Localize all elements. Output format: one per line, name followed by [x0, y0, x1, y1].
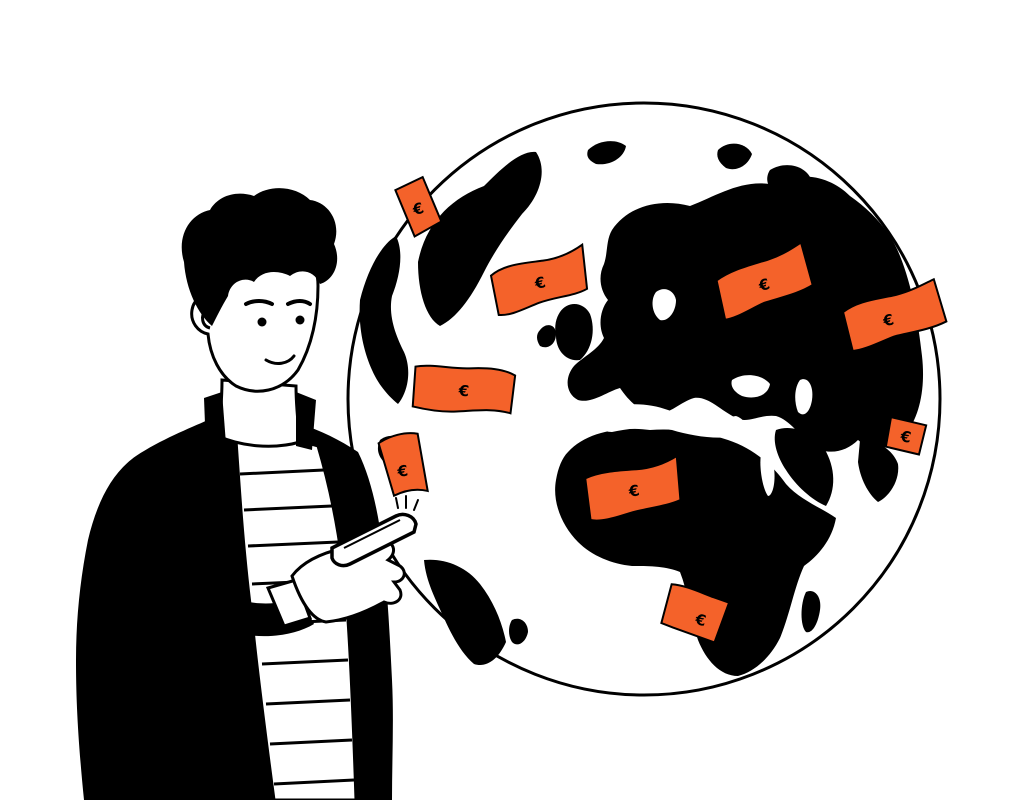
person-eye-left: [257, 317, 267, 327]
banknote-euro-symbol: €: [410, 199, 426, 220]
landmass-americas-edge: [359, 236, 409, 404]
landmass-british-isles: [555, 303, 593, 361]
banknote-euro-symbol: €: [532, 273, 547, 293]
person-eye-right: [295, 315, 305, 325]
landmass-south-america-edge: [424, 559, 506, 666]
sea-mediterranean: [596, 404, 746, 438]
euro-banknote-icon: € € € € € € € €: [377, 175, 948, 644]
sea-red: [760, 449, 775, 496]
banknote: €: [377, 432, 429, 498]
smartphone-icon: [330, 512, 418, 568]
banknote-euro-symbol: €: [880, 310, 895, 330]
banknote: €: [715, 240, 814, 321]
landmass-island-south: [509, 618, 528, 645]
phone-signal: [395, 495, 419, 511]
landmass-scandinavia: [617, 214, 677, 300]
person-ear: [201, 308, 211, 330]
landmass-india: [858, 440, 899, 502]
banknote-euro-symbol: €: [626, 481, 640, 501]
banknote-euro-symbol: €: [693, 610, 708, 630]
banknote: €: [584, 454, 682, 522]
banknote: €: [411, 364, 517, 415]
person-eyebrow-right: [286, 299, 312, 306]
banknote-euro-symbol: €: [756, 275, 772, 296]
person-hair: [181, 188, 338, 326]
banknote: €: [489, 242, 589, 316]
landmass-ireland: [537, 325, 556, 348]
landmass-arabia: [774, 428, 834, 506]
person-smile: [264, 354, 296, 365]
banknote-euro-symbol: €: [395, 462, 409, 481]
sea-black: [731, 375, 770, 398]
landmass-greenland: [418, 151, 542, 326]
banknote: €: [660, 583, 731, 644]
sea-caspian: [795, 379, 813, 415]
landmass-iceland: [587, 141, 626, 165]
banknote: €: [841, 277, 948, 353]
sea-baltic: [652, 289, 676, 321]
banknote: €: [884, 415, 928, 456]
banknote: €: [394, 175, 443, 238]
phone-body: [330, 512, 418, 568]
person-icon: [76, 188, 419, 800]
person-arm: [146, 520, 314, 637]
banknote-euro-symbol: €: [898, 427, 912, 447]
person-collar: [204, 392, 226, 450]
landmass-svalbard: [717, 143, 752, 170]
landmass-madagascar: [801, 590, 821, 633]
banknote-euro-symbol: €: [457, 382, 470, 401]
person-collar-right: [296, 392, 316, 450]
person-eyebrow-left: [244, 299, 274, 306]
phone-screen: [343, 519, 401, 549]
